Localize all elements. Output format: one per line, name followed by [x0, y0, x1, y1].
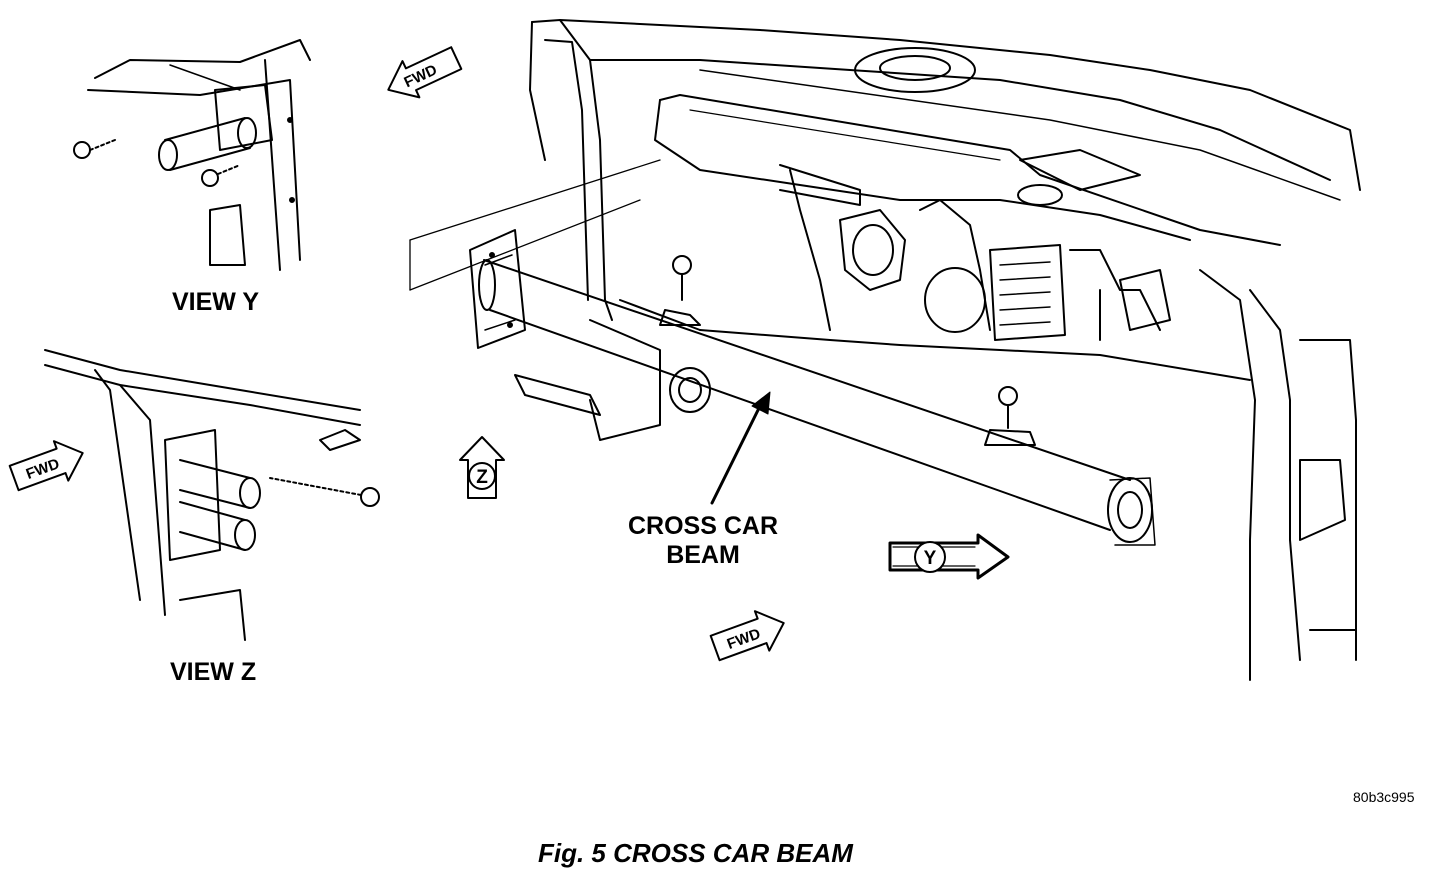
beam-label-line-2: BEAM	[666, 541, 740, 569]
bolt-icon	[269, 477, 380, 507]
main-assembly-illustration	[409, 19, 1361, 681]
beam-label-line-1: CROSS CAR	[628, 512, 779, 540]
svg-text:Z: Z	[476, 467, 488, 488]
figure-code: 80b3c995	[1353, 789, 1415, 805]
view-z-inset-illustration	[44, 349, 380, 641]
fwd-arrow-icon: FWD	[709, 610, 785, 662]
fwd-arrow-icon: FWD	[387, 46, 463, 99]
bolt-icon	[201, 164, 241, 187]
svg-text:Y: Y	[924, 548, 937, 569]
bolt-icon	[998, 386, 1018, 429]
bolt-icon	[73, 139, 116, 159]
view-y-inset-illustration	[73, 39, 311, 271]
beam-leader-arrow	[710, 391, 771, 505]
bolt-icon	[672, 255, 692, 301]
view-z-label: VIEW Z	[170, 658, 257, 686]
cross-car-beam-label: CROSS CAR BEAM	[628, 512, 778, 570]
view-y-label: VIEW Y	[172, 288, 260, 316]
figure-caption: Fig. 5 CROSS CAR BEAM	[538, 838, 853, 868]
view-y-marker-icon: Y	[888, 533, 1010, 580]
view-z-marker-icon: Z	[459, 436, 505, 499]
fwd-arrow-icon: FWD	[8, 440, 84, 492]
